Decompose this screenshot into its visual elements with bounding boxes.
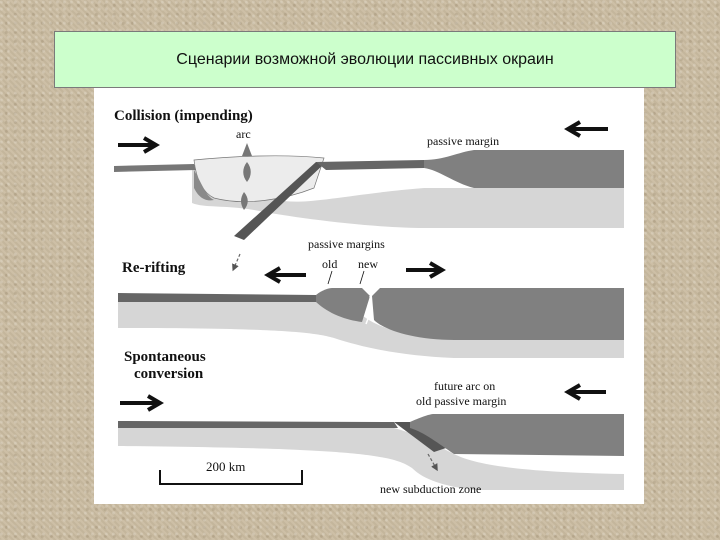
rift-left-plate <box>118 293 316 302</box>
old-margin-block <box>316 288 370 322</box>
scale-bar: 200 km <box>159 459 303 485</box>
conversion-left-plate <box>118 421 398 428</box>
subducting-slab <box>234 162 326 240</box>
collision-heading: Collision (impending) <box>114 108 253 124</box>
rifting-mantle <box>118 302 624 358</box>
collision-mantle-lithosphere <box>192 169 624 228</box>
spontaneous-heading-line2: conversion <box>134 366 204 382</box>
new-subduction-zone-label: new subduction zone <box>380 482 481 496</box>
conversion-mantle <box>118 428 624 490</box>
scale-bar-label: 200 km <box>206 459 245 474</box>
future-arc-label-line1: future arc on <box>434 379 495 393</box>
slide-title: Сценарии возможной эволюции пассивных ок… <box>176 50 554 68</box>
slab-descent-arrow <box>232 253 241 272</box>
passive-margin-label: passive margin <box>427 134 499 148</box>
slide-title-box: Сценарии возможной эволюции пассивных ок… <box>54 31 676 88</box>
arc-volcano <box>242 143 252 156</box>
evolution-figure: Collision (impending) arc passive margin <box>94 88 644 504</box>
left-arrow-icon <box>564 120 608 138</box>
rerifting-heading: Re-rifting <box>122 260 186 276</box>
conversion-left-arrow-icon <box>564 383 606 401</box>
rift-left-arrow-icon <box>264 266 306 284</box>
scale-bar-line <box>159 470 303 485</box>
passive-margins-label: passive margins <box>308 237 385 251</box>
collision-panel: Collision (impending) arc passive margin <box>114 108 624 272</box>
magma-blob-upper <box>243 162 251 182</box>
passive-margin-continent <box>424 150 624 188</box>
incipient-slab <box>394 422 446 452</box>
old-label: old <box>322 257 337 271</box>
old-pointer <box>327 270 333 285</box>
evolution-diagram: Collision (impending) arc passive margin <box>114 108 624 496</box>
subduction-arrow <box>427 453 438 472</box>
right-continent <box>372 288 624 340</box>
new-pointer <box>359 270 365 285</box>
spontaneous-heading-line1: Spontaneous <box>124 349 206 365</box>
incoming-plate <box>316 160 424 170</box>
future-arc-label-line2: old passive margin <box>416 394 506 408</box>
arc-label: arc <box>236 127 251 141</box>
spontaneous-panel: Spontaneous conversion future arc on old… <box>118 349 624 496</box>
rift-right-arrow-icon <box>406 261 446 279</box>
left-plate <box>114 164 196 172</box>
left-plate-keel <box>194 170 214 201</box>
new-label: new <box>358 257 378 271</box>
conversion-right-arrow-icon <box>120 394 164 412</box>
rift-split <box>365 295 372 325</box>
rerifting-panel: Re-rifting passive margins old new <box>118 237 624 358</box>
magma-blob-lower <box>241 192 248 210</box>
conversion-continent <box>410 414 624 456</box>
right-arrow-icon <box>118 136 160 154</box>
